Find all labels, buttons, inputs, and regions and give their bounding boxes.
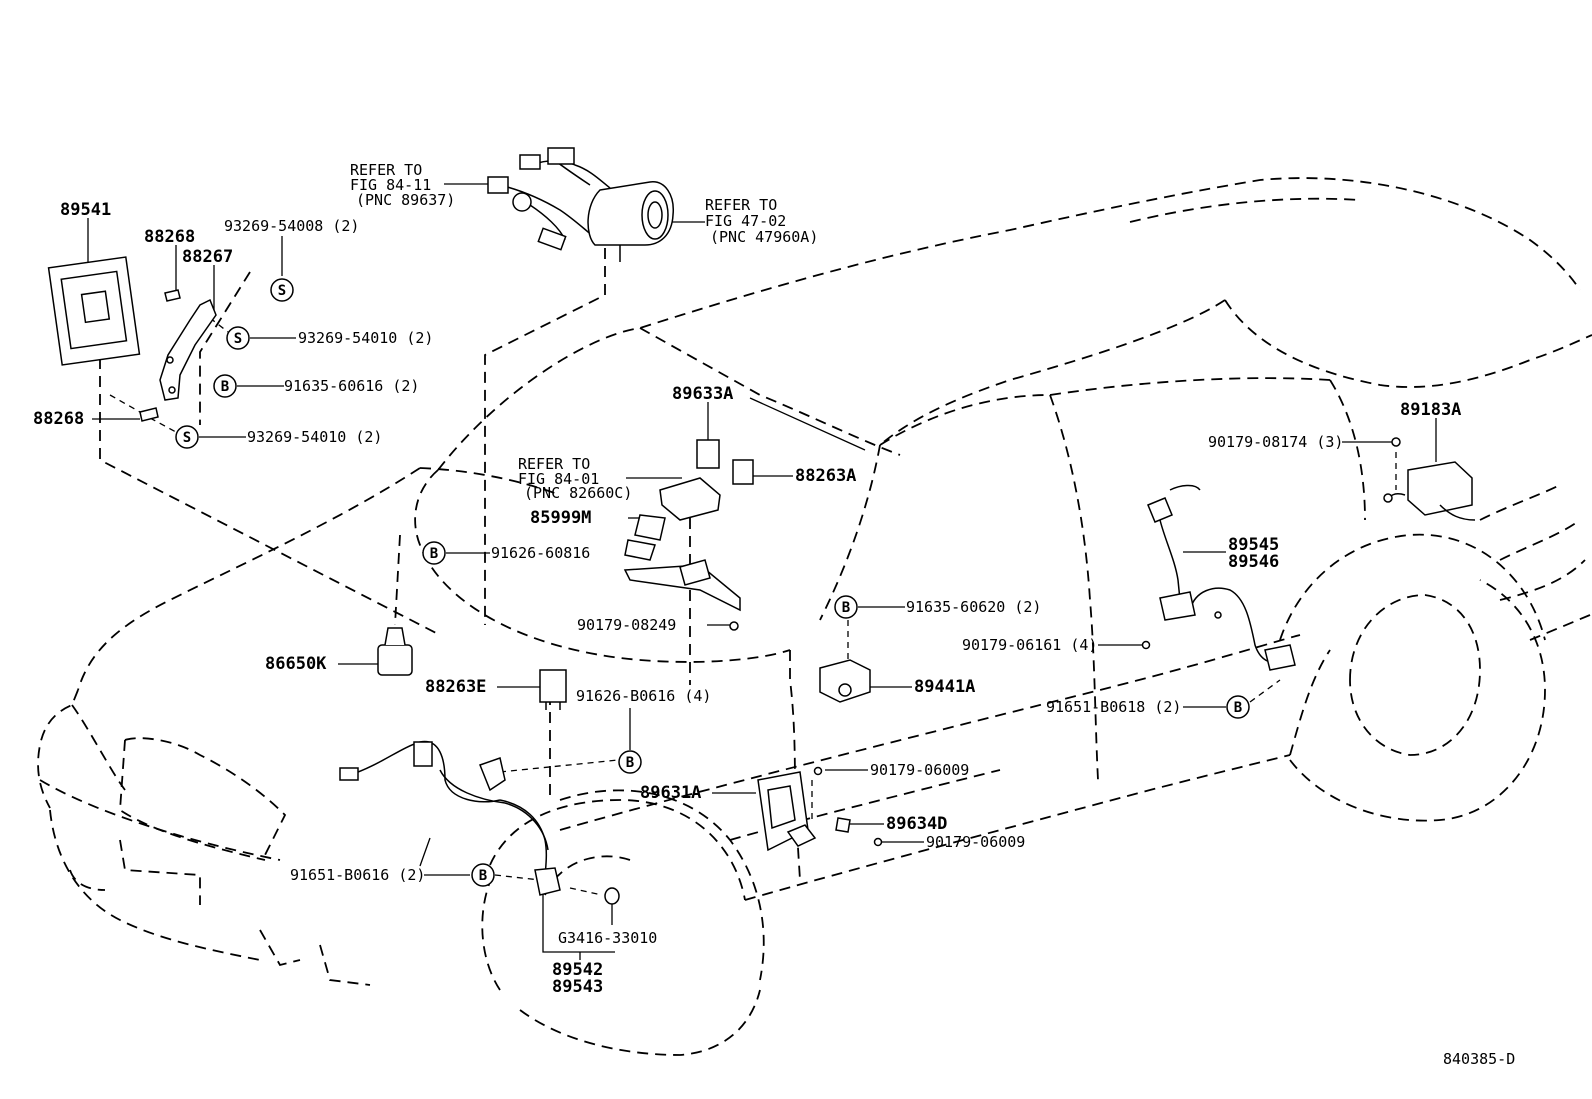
actuator-harness-part bbox=[487, 147, 674, 262]
b-symbol-3: B bbox=[834, 595, 858, 619]
bolt-90179-06009 bbox=[813, 766, 883, 847]
svg-text:B: B bbox=[1234, 700, 1242, 716]
car-body-outline bbox=[37, 177, 1592, 1056]
label-93269-54010-a: 93269-54010 (2) bbox=[298, 329, 433, 347]
label-89543: 89543 bbox=[552, 977, 603, 997]
refer-84-11-line3: (PNC 89637) bbox=[356, 191, 455, 209]
refer-84-01-line2: FIG 84-01 bbox=[518, 470, 599, 488]
refer-47-02-line1: REFER TO bbox=[705, 196, 777, 214]
s-symbol-1: S bbox=[270, 278, 294, 302]
refer-47-02-line3: (PNC 47960A) bbox=[710, 228, 818, 246]
refer-84-11-line2: FIG 84-11 bbox=[350, 176, 431, 194]
label-89634D: 89634D bbox=[886, 814, 947, 834]
ecu-89541 bbox=[47, 256, 141, 366]
svg-text:S: S bbox=[183, 430, 191, 446]
svg-text:S: S bbox=[278, 283, 286, 299]
label-88268-top: 88268 bbox=[144, 227, 195, 247]
bracket-85999M bbox=[623, 514, 741, 612]
label-85999M: 85999M bbox=[530, 508, 591, 528]
label-93269-54008: 93269-54008 (2) bbox=[224, 217, 359, 235]
svg-text:B: B bbox=[430, 546, 438, 562]
b-symbol-1: B bbox=[213, 374, 237, 398]
part-labels: 89541 88268 88267 93269-54008 (2) 93269-… bbox=[33, 161, 1515, 1068]
svg-text:B: B bbox=[842, 600, 850, 616]
label-90179-08174: 90179-08174 (3) bbox=[1208, 433, 1343, 451]
s-symbol-3: S bbox=[175, 425, 199, 449]
label-90179-06009-b: 90179-06009 bbox=[926, 833, 1025, 851]
label-89631A: 89631A bbox=[640, 783, 701, 803]
sensor-89441A bbox=[819, 659, 871, 703]
label-90179-08249: 90179-08249 bbox=[577, 616, 676, 634]
relay-88263E bbox=[539, 669, 567, 710]
front-sensor-harness bbox=[339, 740, 620, 905]
leader-lines bbox=[87, 183, 1437, 960]
label-89183A: 89183A bbox=[1400, 400, 1461, 420]
label-93269-54010-b: 93269-54010 (2) bbox=[247, 428, 382, 446]
rear-sensor-harness bbox=[1141, 484, 1296, 671]
label-88263A: 88263A bbox=[795, 466, 856, 486]
label-89545: 89545 bbox=[1228, 535, 1279, 555]
sensor-89183A bbox=[1383, 437, 1476, 521]
bracket-88267 bbox=[159, 298, 217, 401]
refer-84-01-line1: REFER TO bbox=[518, 455, 590, 473]
svg-text:B: B bbox=[479, 868, 487, 884]
label-G3416-33010: G3416-33010 bbox=[558, 929, 657, 947]
s-symbol-2: S bbox=[226, 326, 250, 350]
label-89441A: 89441A bbox=[914, 677, 975, 697]
label-88268-bottom: 88268 bbox=[33, 409, 84, 429]
label-88263E: 88263E bbox=[425, 677, 486, 697]
svg-text:B: B bbox=[626, 755, 634, 771]
clip-88268-bottom bbox=[139, 407, 159, 422]
module-89631A bbox=[757, 771, 817, 852]
label-91651-B0616: 91651-B0616 (2) bbox=[290, 866, 425, 884]
label-90179-06161: 90179-06161 (4) bbox=[962, 636, 1097, 654]
label-89633A: 89633A bbox=[672, 384, 733, 404]
relay-89633A bbox=[659, 439, 754, 521]
svg-text:B: B bbox=[221, 379, 229, 395]
label-91635-60616: 91635-60616 (2) bbox=[284, 377, 419, 395]
bolt-90179-08249 bbox=[729, 621, 739, 631]
clip-88268-top bbox=[164, 289, 181, 302]
refer-84-11-line1: REFER TO bbox=[350, 161, 422, 179]
label-91651-B0618: 91651-B0618 (2) bbox=[1046, 698, 1181, 716]
svg-text:S: S bbox=[234, 331, 242, 347]
label-91626-B0616: 91626-B0616 (4) bbox=[576, 687, 711, 705]
label-89541: 89541 bbox=[60, 200, 111, 220]
label-91626-60816: 91626-60816 bbox=[491, 544, 590, 562]
figure-code: 840385-D bbox=[1443, 1050, 1515, 1068]
relay-86650K bbox=[377, 627, 413, 676]
label-86650K: 86650K bbox=[265, 654, 327, 674]
label-89542: 89542 bbox=[552, 960, 603, 980]
clip-89634D bbox=[835, 817, 851, 833]
symbol-circles: S S B S B B B B bbox=[175, 278, 1250, 887]
label-91635-60620: 91635-60620 (2) bbox=[906, 598, 1041, 616]
refer-84-01-line3: (PNC 82660C) bbox=[524, 484, 632, 502]
refer-47-02-line2: FIG 47-02 bbox=[705, 212, 786, 230]
b-symbol-6: B bbox=[1226, 695, 1250, 719]
b-symbol-4: B bbox=[618, 750, 642, 774]
label-90179-06009-a: 90179-06009 bbox=[870, 761, 969, 779]
b-symbol-5: B bbox=[471, 863, 495, 887]
label-89546: 89546 bbox=[1228, 552, 1279, 572]
label-88267: 88267 bbox=[182, 247, 233, 267]
b-symbol-2: B bbox=[422, 541, 446, 565]
